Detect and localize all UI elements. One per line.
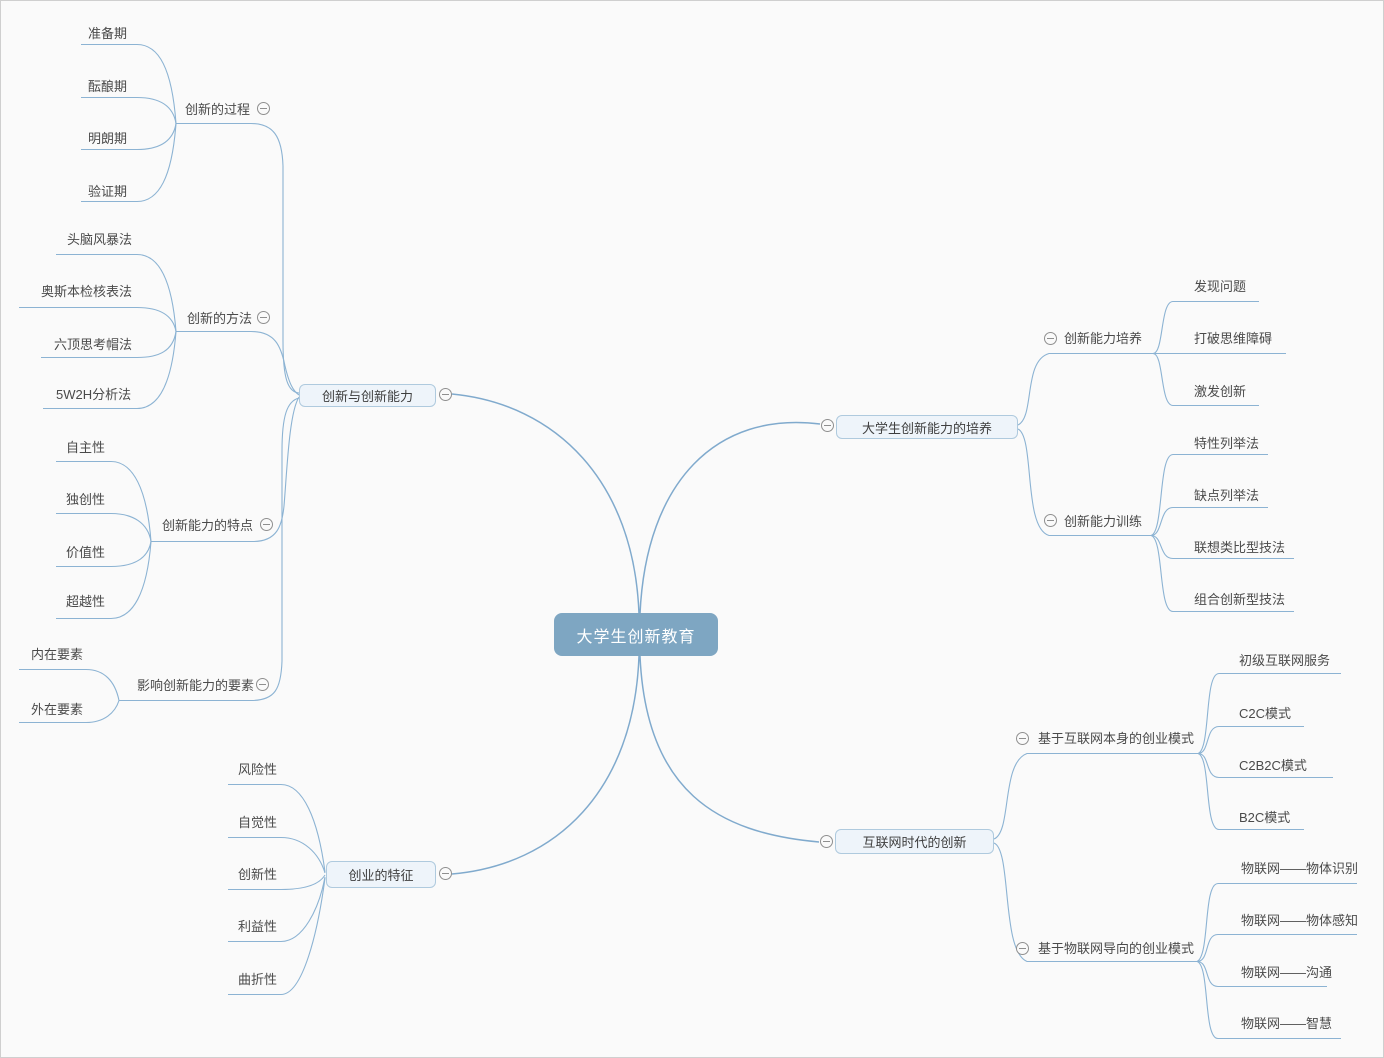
leaf-node[interactable]: 酝酿期 [88, 79, 128, 94]
collapse-icon[interactable] [1044, 514, 1057, 527]
leaf-node[interactable]: 组合创新型技法 [1194, 592, 1286, 607]
leaf-node[interactable]: C2B2C模式 [1239, 758, 1307, 773]
main-topic-innovation-ability[interactable]: 创新与创新能力 [299, 384, 436, 407]
leaf-node[interactable]: 曲折性 [238, 972, 278, 987]
collapse-icon[interactable] [256, 678, 269, 691]
leaf-node[interactable]: 联想类比型技法 [1194, 540, 1286, 555]
main-topic-cultivating-innovation[interactable]: 大学生创新能力的培养 [836, 415, 1018, 439]
branch-ability-training[interactable]: 创新能力训练 [1064, 514, 1143, 529]
wire-branch-traits [151, 396, 300, 543]
leaf-node[interactable]: 物联网——智慧 [1241, 1016, 1333, 1031]
leaf-node[interactable]: 价值性 [66, 545, 106, 560]
main-topic-entrepreneurship-features[interactable]: 创业的特征 [326, 861, 436, 888]
leaf-node[interactable]: 自觉性 [238, 815, 278, 830]
leaf-node[interactable]: 物联网——沟通 [1241, 965, 1333, 980]
wire-center-topic3 [639, 421, 821, 615]
wire-branch-process [176, 122, 300, 394]
leaf-node[interactable]: 初级互联网服务 [1239, 653, 1331, 668]
wire-center-topic4 [639, 655, 820, 843]
wire-branch-training [1017, 428, 1151, 537]
branch-innovation-process[interactable]: 创新的过程 [185, 102, 251, 117]
leaf-node[interactable]: 5W2H分析法 [56, 387, 132, 402]
branch-innovation-methods[interactable]: 创新的方法 [187, 311, 253, 326]
wire-branch-methods [176, 330, 300, 396]
leaf-node[interactable]: 明朗期 [88, 131, 128, 146]
leaf-node[interactable]: 物联网——物体识别 [1241, 861, 1359, 876]
branch-ability-traits[interactable]: 创新能力的特点 [162, 518, 254, 533]
leaf-node[interactable]: 激发创新 [1194, 384, 1247, 399]
leaf-node[interactable]: 发现问题 [1194, 279, 1247, 294]
collapse-icon[interactable] [439, 867, 452, 880]
wire-center-topic1 [451, 393, 640, 615]
wire-branch-iot-models [993, 842, 1197, 963]
branch-ability-cultivation[interactable]: 创新能力培养 [1064, 331, 1143, 346]
main-topic-internet-era-innovation[interactable]: 互联网时代的创新 [835, 829, 994, 854]
collapse-icon[interactable] [821, 419, 834, 432]
leaf-node[interactable]: 验证期 [88, 184, 128, 199]
leaf-node[interactable]: 外在要素 [31, 702, 84, 717]
leaf-node[interactable]: 六顶思考帽法 [54, 337, 133, 352]
collapse-icon[interactable] [257, 311, 270, 324]
branch-ability-factors[interactable]: 影响创新能力的要素 [137, 678, 255, 693]
leaf-node[interactable]: 自主性 [66, 440, 106, 455]
wire-branch-factors [119, 397, 300, 702]
collapse-icon[interactable] [820, 835, 833, 848]
leaf-node[interactable]: 奥斯本检核表法 [41, 284, 133, 299]
wire-branch-internet-models [993, 752, 1198, 840]
collapse-icon[interactable] [1016, 732, 1029, 745]
leaf-node[interactable]: 内在要素 [31, 647, 84, 662]
collapse-icon[interactable] [1044, 332, 1057, 345]
leaf-node[interactable]: 缺点列举法 [1194, 488, 1260, 503]
leaf-node[interactable]: 准备期 [88, 26, 128, 41]
leaf-node[interactable]: 风险性 [238, 762, 278, 777]
branch-iot-oriented-models[interactable]: 基于物联网导向的创业模式 [1038, 941, 1195, 956]
central-topic[interactable]: 大学生创新教育 [554, 613, 718, 656]
collapse-icon[interactable] [439, 388, 452, 401]
wire-branch-cultivation [1017, 352, 1153, 426]
leaf-node[interactable]: 创新性 [238, 867, 278, 882]
collapse-icon[interactable] [1016, 942, 1029, 955]
leaf-node[interactable]: 头脑风暴法 [67, 232, 133, 247]
collapse-icon[interactable] [257, 102, 270, 115]
leaf-node[interactable]: 独创性 [66, 492, 106, 507]
leaf-node[interactable]: B2C模式 [1239, 810, 1291, 825]
wire-center-topic2 [451, 655, 640, 875]
leaf-node[interactable]: 打破思维障碍 [1194, 331, 1273, 346]
leaf-node[interactable]: 特性列举法 [1194, 436, 1260, 451]
collapse-icon[interactable] [260, 518, 273, 531]
leaf-node[interactable]: 物联网——物体感知 [1241, 913, 1359, 928]
leaf-node[interactable]: 超越性 [66, 594, 106, 609]
branch-internet-based-models[interactable]: 基于互联网本身的创业模式 [1038, 731, 1195, 746]
leaf-node[interactable]: C2C模式 [1239, 706, 1292, 721]
leaf-node[interactable]: 利益性 [238, 919, 278, 934]
